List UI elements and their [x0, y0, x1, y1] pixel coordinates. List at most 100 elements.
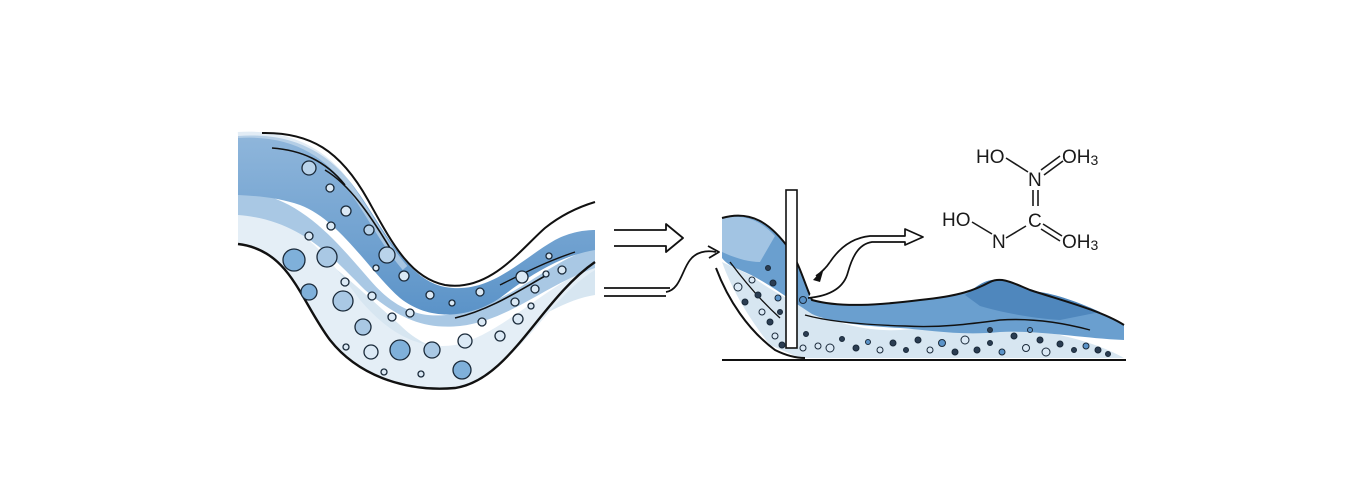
bubble — [417, 370, 425, 378]
bubble — [363, 224, 375, 236]
particle — [758, 308, 766, 316]
bubble — [378, 246, 396, 264]
bubble — [494, 330, 506, 342]
bubble — [452, 360, 472, 380]
bubble — [425, 290, 435, 300]
bubble — [475, 287, 485, 297]
particle — [889, 339, 897, 347]
bubble — [372, 264, 380, 272]
atom-c: C — [1028, 211, 1042, 232]
bond-ho-n-bottom — [971, 221, 993, 235]
bubble — [325, 183, 335, 193]
particle — [825, 343, 835, 353]
particle — [865, 339, 871, 345]
atom-n-bottom: N — [992, 232, 1006, 253]
curved-arrow-head — [707, 245, 720, 259]
right-particles — [733, 265, 1111, 357]
particle — [769, 279, 777, 287]
particle — [741, 298, 749, 306]
particle — [987, 327, 993, 333]
particle — [998, 348, 1006, 356]
particle — [903, 347, 909, 353]
right-bed-outline — [715, 267, 806, 359]
bubble — [448, 299, 456, 307]
double-arrow-right-icon — [614, 223, 684, 253]
bond-c-oh-1 — [1042, 223, 1063, 237]
bubble — [363, 344, 379, 360]
particle — [1010, 332, 1018, 340]
atom-n-top: N — [1028, 170, 1042, 191]
bubble — [515, 270, 529, 284]
bubble — [398, 270, 410, 282]
hollow-arrow-head — [813, 268, 824, 282]
particle — [951, 348, 959, 356]
bubble — [477, 317, 487, 327]
particle — [1094, 346, 1102, 354]
bubble — [332, 290, 354, 312]
particle — [774, 294, 782, 302]
left-inner-line-3 — [454, 275, 546, 319]
particle — [839, 336, 845, 342]
bubble — [545, 252, 553, 260]
right-fluid-lower-outline — [804, 314, 1091, 331]
particle — [876, 346, 884, 354]
left-inner-line-2 — [324, 169, 391, 249]
bubble — [542, 270, 550, 278]
particle — [1082, 342, 1090, 350]
particle — [814, 342, 822, 350]
bond-c-oh-2 — [1040, 228, 1061, 242]
left-bubbles — [282, 160, 567, 380]
bubble — [326, 221, 336, 231]
right-fluid-pale-gradient — [722, 216, 775, 262]
bubble — [354, 318, 372, 336]
bubble — [527, 302, 535, 310]
bubble — [316, 246, 338, 268]
particle — [799, 296, 807, 304]
bubble — [423, 341, 441, 359]
particle — [938, 339, 946, 347]
particle — [926, 346, 934, 354]
bubble — [300, 283, 318, 301]
bubble — [340, 205, 352, 217]
bubble — [510, 297, 520, 307]
bubble — [530, 284, 540, 294]
hollow-arrow-icon — [807, 228, 924, 299]
bubble — [389, 339, 411, 361]
particle — [733, 282, 743, 292]
particle — [1056, 340, 1064, 348]
particle — [1036, 336, 1044, 344]
bubble — [405, 308, 415, 318]
bubble — [380, 368, 388, 376]
particle — [799, 344, 807, 352]
particle — [1071, 347, 1077, 353]
left-top-outline — [261, 131, 596, 287]
atom-ho-top: HO — [976, 147, 1005, 168]
curved-arrow-icon — [665, 250, 717, 293]
particle — [778, 341, 786, 349]
left-edge-fade — [228, 120, 288, 260]
atom-oh-top: OH3 — [1062, 147, 1099, 168]
left-fluid-dark-flow — [238, 135, 595, 315]
bond-n-oh-top-1 — [1040, 155, 1061, 171]
particle — [771, 332, 779, 340]
right-slope-inner-line — [729, 261, 781, 319]
bubble — [340, 277, 350, 287]
bubble — [304, 231, 314, 241]
left-sediment-body — [238, 212, 595, 389]
bubble — [342, 343, 350, 351]
particle — [748, 276, 756, 284]
particle — [1022, 344, 1030, 352]
bond-ho-n-top — [1005, 157, 1029, 173]
particle — [1105, 351, 1111, 357]
particle — [754, 291, 762, 299]
bubble — [457, 333, 473, 349]
particle — [765, 265, 771, 271]
right-basin-diagram — [715, 189, 1126, 361]
bond-n-c-bottom — [1005, 225, 1027, 239]
left-inner-line-4 — [499, 251, 576, 286]
chemical-structure: HO N OH3 HO N C OH3 — [942, 147, 1099, 253]
particle — [1041, 347, 1051, 357]
particle — [803, 331, 809, 337]
